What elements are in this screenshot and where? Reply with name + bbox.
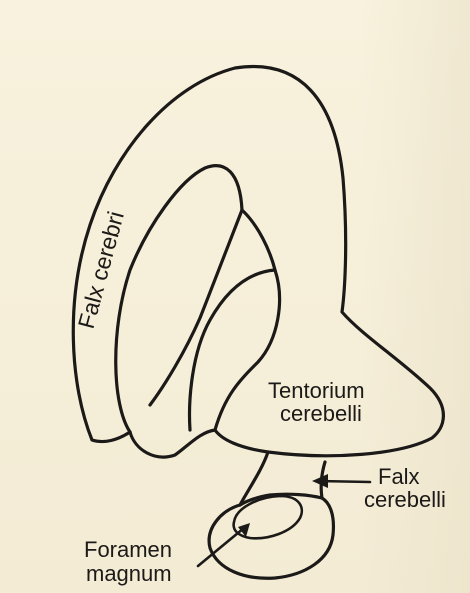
label-foramen: Foramen [84,537,172,562]
label-tentorium: Tentorium [268,378,365,403]
tentorium-front-edge [215,270,280,430]
tentorium-inner-ridge [190,210,275,430]
foramen-magnum-pointer-line [198,528,244,566]
label-cerebelli: cerebelli [280,401,362,426]
label-falx: Falx [378,464,420,489]
label-falx-cerebelli: cerebelli [364,487,446,512]
label-magnum: magnum [86,561,172,586]
cerebral-hemisphere-inner [150,210,242,405]
falx-cerebri-outline [73,67,443,457]
